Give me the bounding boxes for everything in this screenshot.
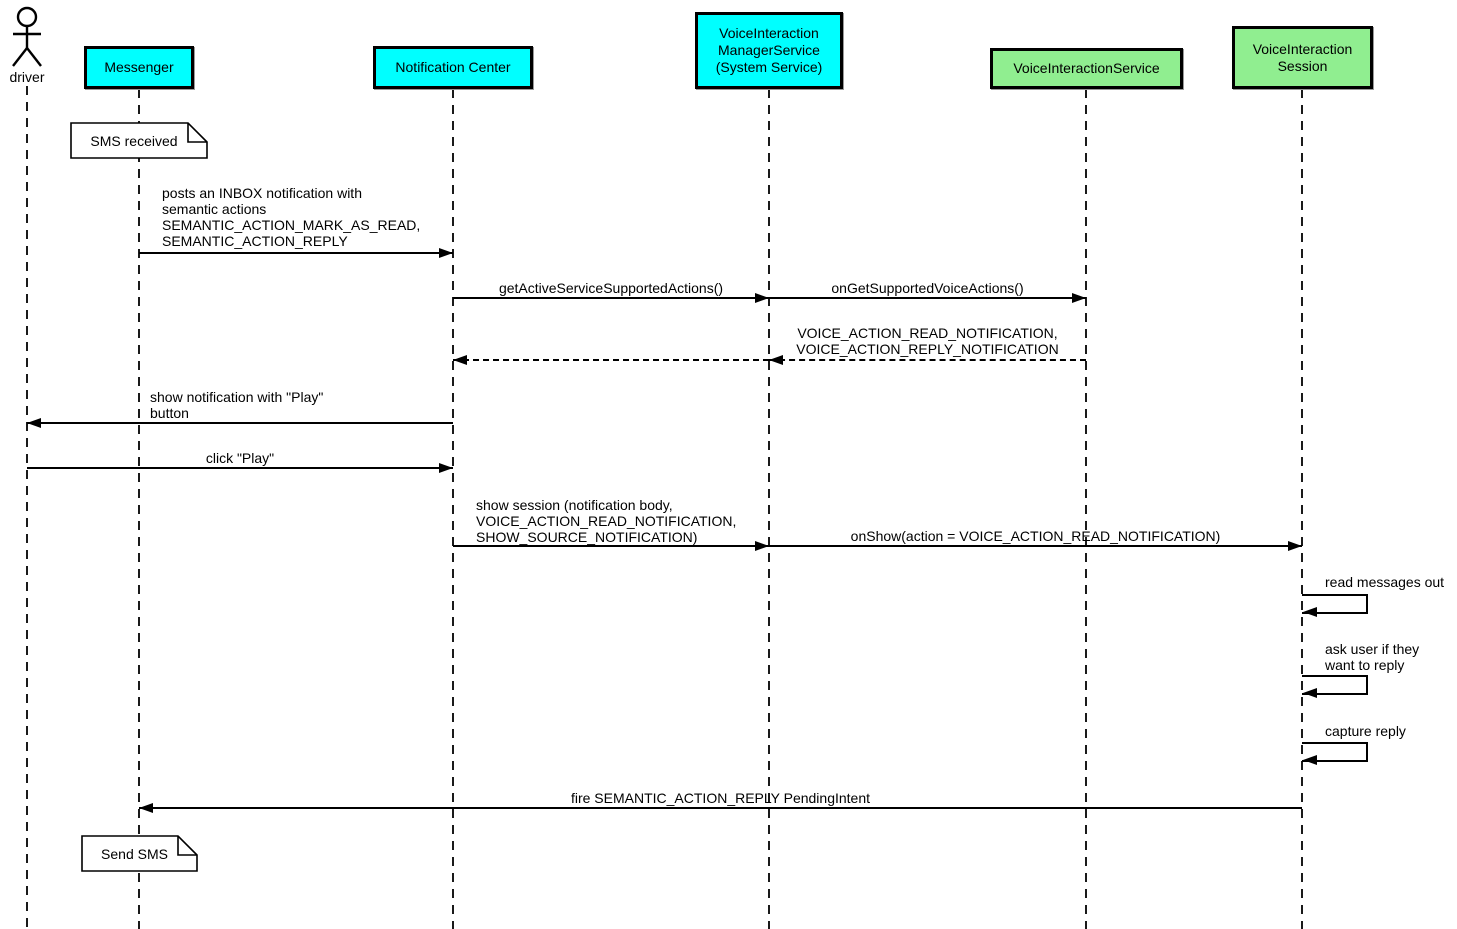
participant-label: VoiceInteraction Session xyxy=(1252,40,1353,74)
arrowhead-right-icon xyxy=(439,463,453,473)
message-line xyxy=(453,545,769,547)
lifeline-notification-center xyxy=(452,89,454,929)
message-line xyxy=(139,252,453,254)
arrowhead-right-icon xyxy=(439,248,453,258)
note-sms-received: SMS received xyxy=(90,132,178,149)
message-line-dashed xyxy=(453,359,769,361)
participant-voice-interaction-session: VoiceInteraction Session xyxy=(1232,26,1373,89)
message-label-on-show: onShow(action = VOICE_ACTION_READ_NOTIFI… xyxy=(850,528,1221,544)
arrowhead-left-icon xyxy=(1303,607,1317,617)
message-line xyxy=(769,297,1086,299)
self-message-loop xyxy=(1302,594,1368,614)
message-label-get-active-service-supported-actions: getActiveServiceSupportedActions() xyxy=(498,280,724,296)
self-message-label-capture-reply: capture reply xyxy=(1325,723,1406,739)
lifeline-driver xyxy=(26,86,28,929)
actor-driver-label: driver xyxy=(9,69,45,85)
arrowhead-right-icon xyxy=(755,541,769,551)
message-label-voice-actions-return: VOICE_ACTION_READ_NOTIFICATION, VOICE_AC… xyxy=(796,325,1059,357)
arrowhead-left-icon xyxy=(27,418,41,428)
message-line-dashed xyxy=(769,359,1086,361)
participant-label: VoiceInteraction ManagerService (System … xyxy=(715,25,823,75)
message-line xyxy=(453,297,769,299)
participant-label: Messenger xyxy=(104,59,174,75)
participant-notification-center: Notification Center xyxy=(373,46,533,89)
message-line xyxy=(27,422,453,424)
lifeline-voice-interaction-service xyxy=(1085,89,1087,929)
message-label-click-play: click "Play" xyxy=(205,450,275,466)
arrowhead-right-icon xyxy=(755,293,769,303)
self-message-loop xyxy=(1302,675,1368,695)
arrowhead-left-icon xyxy=(1303,688,1317,698)
arrowhead-left-icon xyxy=(769,355,783,365)
message-line xyxy=(769,545,1302,547)
message-label-on-get-supported-voice-actions: onGetSupportedVoiceActions() xyxy=(831,280,1024,296)
lifeline-voice-interaction-manager-service xyxy=(768,89,770,929)
message-label-posts-inbox-notification: posts an INBOX notification with semanti… xyxy=(162,185,421,249)
self-message-label-ask-user-reply: ask user if they want to reply xyxy=(1325,641,1420,673)
participant-label: Notification Center xyxy=(395,59,511,75)
person-icon xyxy=(12,6,42,67)
note-shape xyxy=(70,122,208,159)
participant-label: VoiceInteractionService xyxy=(1013,60,1160,76)
self-message-label-read-messages-out: read messages out xyxy=(1325,574,1445,590)
arrowhead-left-icon xyxy=(139,803,153,813)
arrowhead-right-icon xyxy=(1072,293,1086,303)
arrowhead-right-icon xyxy=(1288,541,1302,551)
note-shape xyxy=(81,835,198,872)
arrowhead-left-icon xyxy=(1303,755,1317,765)
participant-messenger: Messenger xyxy=(84,46,194,89)
lifeline-messenger xyxy=(138,89,140,929)
message-label-fire-semantic-action-reply: fire SEMANTIC_ACTION_REPLY PendingIntent xyxy=(570,790,871,806)
arrowhead-left-icon xyxy=(453,355,467,365)
participant-voice-interaction-manager-service: VoiceInteraction ManagerService (System … xyxy=(695,12,843,89)
participant-voice-interaction-service: VoiceInteractionService xyxy=(990,48,1183,89)
self-message-loop xyxy=(1302,742,1368,762)
message-line xyxy=(27,467,453,469)
message-label-show-session: show session (notification body, VOICE_A… xyxy=(476,497,737,545)
note-send-sms: Send SMS xyxy=(101,845,168,862)
message-line xyxy=(139,807,1302,809)
message-label-show-notification: show notification with "Play" button xyxy=(150,389,324,421)
lifeline-voice-interaction-session xyxy=(1301,89,1303,929)
